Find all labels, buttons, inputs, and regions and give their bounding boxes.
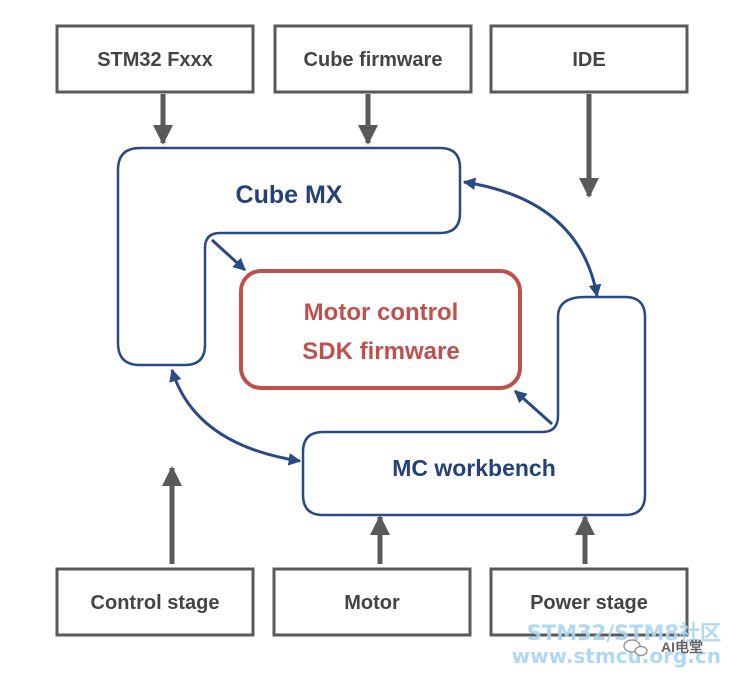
cube-mx-block [116, 146, 462, 367]
watermark-line2: www.stmcu.org.cn [512, 644, 721, 668]
arrow-cubemx-workbench-left [169, 368, 302, 466]
ide-label: IDE [572, 49, 605, 71]
arrow-cubemx-workbench-right [462, 177, 602, 298]
control-stage-label: Control stage [91, 592, 220, 614]
motor-control-sdk-box: Motor control SDK firmware [239, 269, 522, 390]
mc-workbench-block [301, 295, 647, 517]
sdk-line1: Motor control [304, 299, 459, 326]
stm32-box: STM32 Fxxx [55, 24, 255, 94]
control-stage-box: Control stage [55, 567, 255, 637]
arrow-workbench-to-sdk [514, 389, 553, 426]
cube-firmware-box: Cube firmware [273, 24, 473, 94]
power-stage-box: Power stage [489, 567, 689, 637]
sdk-line2: SDK firmware [302, 338, 459, 365]
motor-label: Motor [344, 592, 400, 614]
wechat-icon [623, 639, 648, 657]
ide-box: IDE [489, 24, 689, 94]
watermark: STM32/STM8社区 www.stmcu.org.cn AI电堂 [512, 621, 721, 668]
cube-mx-label: Cube MX [236, 181, 343, 209]
mc-workbench-label: MC workbench [392, 455, 556, 481]
cube-firmware-label: Cube firmware [304, 49, 443, 71]
power-stage-label: Power stage [530, 592, 648, 614]
watermark-badge: AI电堂 [661, 639, 703, 655]
watermark-line1: STM32/STM8社区 [527, 621, 721, 645]
motor-box: Motor [272, 567, 472, 637]
stm32-label: STM32 Fxxx [97, 49, 213, 71]
arrow-cubemx-to-sdk [210, 238, 247, 272]
